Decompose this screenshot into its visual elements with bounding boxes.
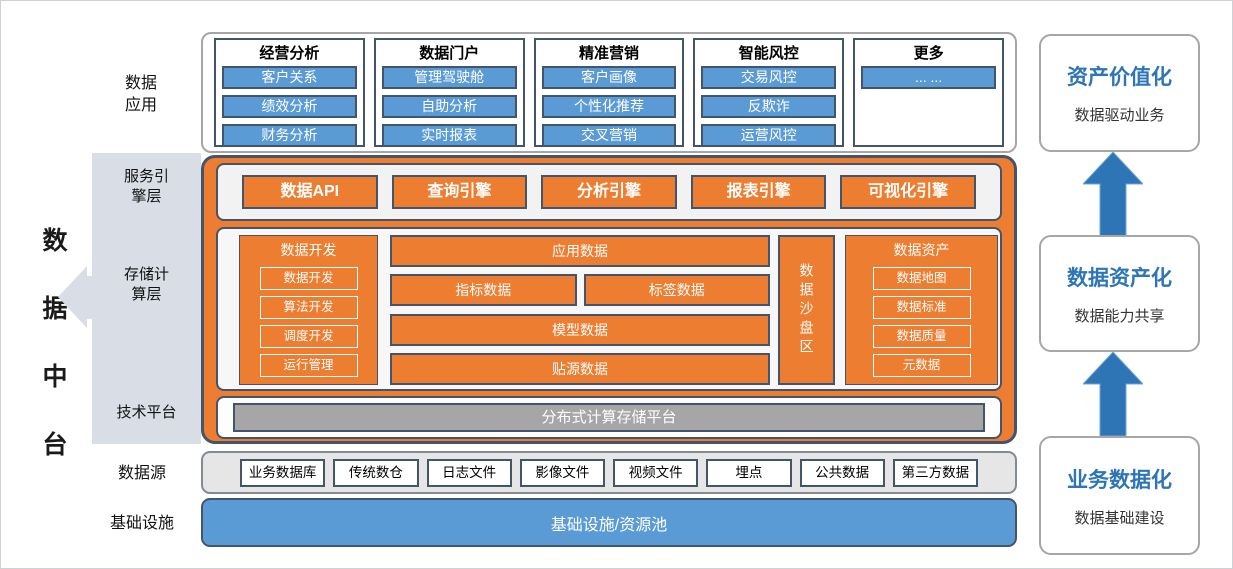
row-label-tech-platform: 技术平台	[116, 404, 177, 421]
app-item: 实时报表	[381, 124, 517, 147]
row-label-infrastructure: 基础设施	[109, 515, 174, 532]
vertical-title-data-middle-platform: 数 据 中 台	[39, 221, 71, 461]
data-layer-tag-data: 标签数据	[583, 274, 770, 307]
value-box-title: 业务数据化	[1067, 468, 1172, 492]
panel-item: 算法开发	[259, 296, 358, 319]
data-layers-stack: 应用数据 指标数据 标签数据 模型数据 贴源数据	[390, 235, 770, 385]
row-label-data-apps: 数据 应用	[124, 75, 157, 114]
platform-core-container: 数据API 查询引擎 分析引擎 报表引擎 可视化引擎 数据开发 数据开发 算法开…	[201, 155, 1017, 444]
apps-layer-container: 经营分析 客户关系 绩效分析 财务分析 数据门户 管理驾驶舱 自助分析 实时报表…	[201, 32, 1017, 153]
data-sandbox-zone: 数据沙盘区	[778, 235, 835, 385]
data-layer-app-data: 应用数据	[390, 235, 770, 267]
app-item: 反欺诈	[701, 95, 837, 118]
data-dev-panel: 数据开发 数据开发 算法开发 调度开发 运行管理	[239, 235, 378, 385]
data-layer-source-data: 贴源数据	[390, 352, 770, 385]
vertical-title-char: 台	[42, 431, 68, 459]
app-item: 交易风控	[701, 66, 837, 89]
panel-title: 数据资产	[893, 242, 950, 258]
service-engine-row: 数据API 查询引擎 分析引擎 报表引擎 可视化引擎	[216, 163, 1002, 221]
vertical-title-char: 中	[42, 363, 68, 391]
panel-item: 运行管理	[259, 354, 358, 377]
left-arrow-icon	[58, 266, 102, 328]
vertical-title-char: 数	[42, 227, 68, 255]
value-box-subtitle: 数据能力共享	[1074, 307, 1165, 325]
value-box-title: 数据资产化	[1067, 266, 1172, 290]
app-column-precision-marketing: 精准营销 客户画像 个性化推荐 交叉营销	[533, 38, 685, 147]
app-column-title: 精准营销	[578, 45, 639, 62]
source-item: 影像文件	[519, 458, 605, 487]
app-item: 客户画像	[541, 66, 677, 89]
source-item: 埋点	[706, 458, 792, 487]
row-label-storage-compute-layer: 存储计 算层	[123, 266, 169, 303]
app-item: 财务分析	[222, 124, 357, 147]
app-item: 客户关系	[222, 66, 357, 89]
value-box-subtitle: 数据驱动业务	[1074, 107, 1165, 124]
source-item: 第三方数据	[892, 458, 978, 487]
app-column-business-analysis: 经营分析 客户关系 绩效分析 财务分析	[214, 38, 365, 147]
infrastructure-resource-pool-bar: 基础设施/资源池	[201, 498, 1017, 547]
storage-compute-row: 数据开发 数据开发 算法开发 调度开发 运行管理 应用数据 指标数据 标签数据 …	[216, 227, 1002, 391]
engine-box: 查询引擎	[391, 175, 528, 209]
app-item: 自助分析	[381, 95, 517, 118]
app-item: 个性化推荐	[541, 95, 677, 118]
value-box-data-assetization: 数据资产化 数据能力共享	[1039, 235, 1200, 352]
source-item: 传统数仓	[333, 458, 419, 487]
layer-labels-panel: 服务引 擎层 存储计 算层 技术平台	[92, 153, 201, 444]
data-asset-panel: 数据资产 数据地图 数据标准 数据质量 元数据	[845, 235, 998, 385]
app-column-title: 智能风控	[738, 45, 799, 62]
panel-item: 数据地图	[872, 267, 971, 290]
app-item: 绩效分析	[222, 95, 357, 118]
panel-item: 调度开发	[259, 325, 358, 348]
engine-box: 报表引擎	[690, 175, 827, 209]
app-column-title: 经营分析	[259, 45, 320, 62]
source-item: 公共数据	[799, 458, 885, 487]
source-item: 视频文件	[613, 458, 699, 487]
data-layer-metric-data: 指标数据	[390, 274, 577, 307]
source-item: 业务数据库	[240, 458, 326, 487]
app-column-data-portal: 数据门户 管理驾驶舱 自助分析 实时报表	[373, 38, 525, 147]
tech-platform-row: 分布式计算存储平台	[216, 396, 1002, 439]
engine-box: 数据API	[242, 175, 378, 209]
value-box-subtitle: 数据基础建设	[1074, 509, 1165, 527]
data-layer-model-data: 模型数据	[390, 313, 770, 346]
up-arrow-icon	[1083, 152, 1143, 236]
source-item: 日志文件	[426, 458, 512, 487]
app-column-risk-control: 智能风控 交易风控 反欺诈 运营风控	[693, 38, 845, 147]
panel-item: 数据质量	[872, 325, 971, 348]
data-sources-row: 业务数据库 传统数仓 日志文件 影像文件 视频文件 埋点 公共数据 第三方数据	[201, 451, 1017, 494]
panel-title: 数据开发	[280, 242, 337, 258]
app-column-title: 更多	[913, 45, 944, 62]
app-item: 管理驾驶舱	[381, 66, 517, 89]
panel-item: 元数据	[872, 354, 971, 377]
value-box-business-datafication: 业务数据化 数据基础建设	[1039, 436, 1200, 555]
app-column-more: 更多 ... ...	[853, 38, 1004, 147]
app-item: ... ...	[861, 66, 996, 89]
panel-item: 数据标准	[872, 296, 971, 319]
engine-box: 分析引擎	[541, 175, 677, 209]
value-box-title: 资产价值化	[1067, 66, 1172, 89]
row-label-service-engine-layer: 服务引 擎层	[123, 168, 169, 205]
app-item: 交叉营销	[541, 124, 677, 147]
data-layer-split-row: 指标数据 标签数据	[390, 274, 770, 307]
up-arrow-icon	[1083, 352, 1143, 436]
distributed-compute-storage-bar: 分布式计算存储平台	[233, 403, 985, 432]
app-column-title: 数据门户	[419, 45, 480, 62]
value-box-asset-valorization: 资产价值化 数据驱动业务	[1039, 34, 1200, 152]
row-label-data-sources: 数据源	[117, 465, 166, 482]
engine-box: 可视化引擎	[840, 175, 976, 209]
app-item: 运营风控	[701, 124, 837, 147]
panel-item: 数据开发	[259, 267, 358, 290]
